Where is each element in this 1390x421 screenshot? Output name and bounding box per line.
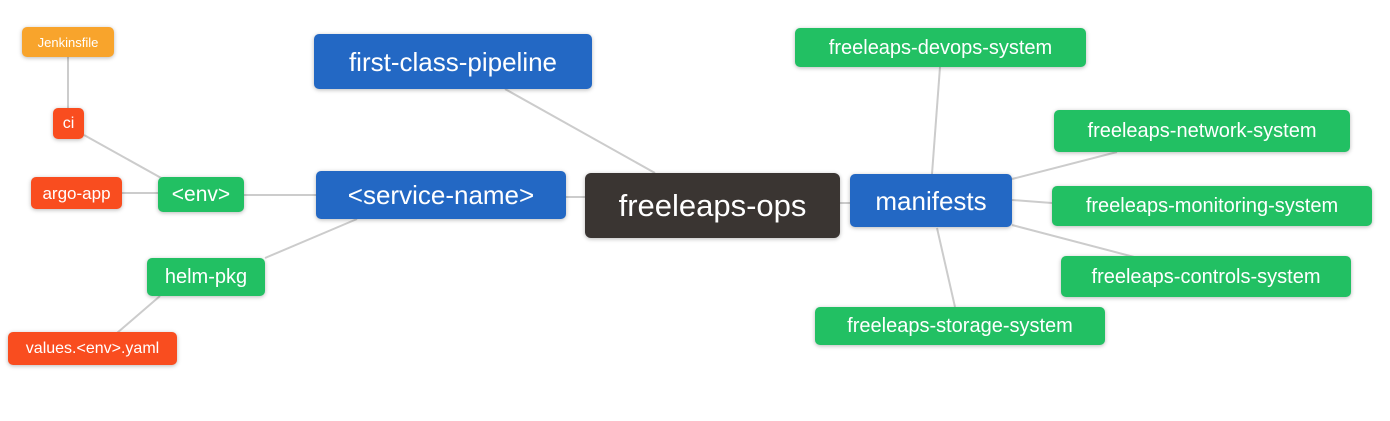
node-manifests[interactable]: manifests: [850, 174, 1012, 227]
node-helm-pkg[interactable]: helm-pkg: [147, 258, 265, 296]
node-env[interactable]: <env>: [158, 177, 244, 212]
node-freeleaps-network-system[interactable]: freeleaps-network-system: [1054, 110, 1350, 152]
node-freeleaps-monitoring-system[interactable]: freeleaps-monitoring-system: [1052, 186, 1372, 226]
node-first-class-pipeline[interactable]: first-class-pipeline: [314, 34, 592, 89]
edge-ci-env: [83, 134, 164, 180]
edge-pipeline-root: [504, 88, 656, 174]
edge-manifests-controls: [1011, 224, 1139, 259]
edge-manifests-storage: [936, 227, 956, 308]
edge-manifests-monitoring: [1011, 199, 1053, 204]
node-jenkinsfile[interactable]: Jenkinsfile: [22, 27, 114, 57]
edge-manifests-devops: [931, 66, 941, 175]
edge-manifests-network: [1011, 151, 1118, 180]
node-values-env-yaml[interactable]: values.<env>.yaml: [8, 332, 177, 365]
node-service-name[interactable]: <service-name>: [316, 171, 566, 219]
node-freeleaps-devops-system[interactable]: freeleaps-devops-system: [795, 28, 1086, 67]
node-ci[interactable]: ci: [53, 108, 84, 139]
edge-values-helm-pkg: [116, 295, 161, 334]
node-freeleaps-ops-root[interactable]: freeleaps-ops: [585, 173, 840, 238]
node-freeleaps-controls-system[interactable]: freeleaps-controls-system: [1061, 256, 1351, 297]
node-argo-app[interactable]: argo-app: [31, 177, 122, 209]
edge-helm-pkg-service-name: [264, 218, 358, 259]
node-freeleaps-storage-system[interactable]: freeleaps-storage-system: [815, 307, 1105, 345]
